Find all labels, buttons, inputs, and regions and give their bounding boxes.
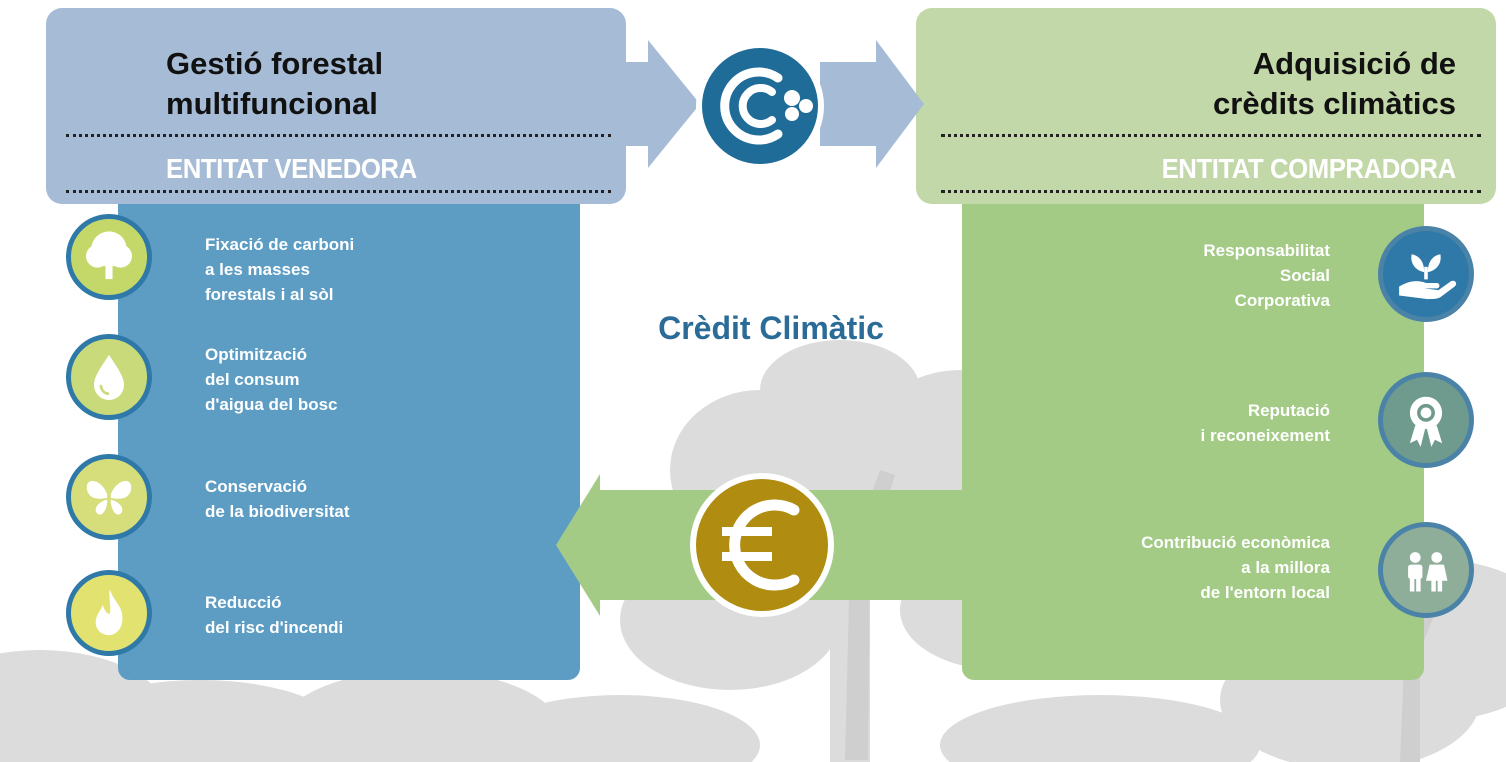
benefit-social-responsibility: Responsabilitat Social Corporativa (1203, 241, 1330, 310)
seller-title: Gestió forestal multifuncional (166, 46, 384, 121)
climate-credit-label: Crèdit Climàtic (658, 310, 884, 346)
benefit-water-optimization: Optimització del consum d'aigua del bosc (205, 345, 338, 414)
buyer-benefits-panel (962, 204, 1424, 680)
buyer-subtitle: ENTITAT COMPRADORA (1161, 153, 1457, 184)
buyer-divider-top (941, 134, 1481, 137)
butterfly-icon (66, 454, 152, 540)
benefit-biodiversity: Conservació de la biodiversitat (205, 477, 350, 521)
benefit-reputation: Reputació i reconeixement (1200, 401, 1330, 445)
benefit-carbon-fixation: Fixació de carboni a les masses forestal… (205, 235, 355, 304)
buyer-divider-bottom (941, 190, 1481, 193)
seller-header-box: Gestió forestal multifuncional ENTITAT V… (46, 8, 626, 204)
seller-divider-bottom (66, 190, 611, 193)
flame-icon (66, 570, 152, 656)
hand-plant-icon (1378, 226, 1474, 322)
benefit-local-contribution: Contribució econòmica a la millora de l'… (1141, 533, 1330, 602)
benefit-fire-risk: Reducció del risc d'incendi (205, 593, 344, 637)
buyer-header-box: Adquisició de crèdits climàtics ENTITAT … (916, 8, 1496, 204)
people-icon (1378, 522, 1474, 618)
seller-divider-top (66, 134, 611, 137)
award-ribbon-icon (1378, 372, 1474, 468)
water-drop-icon (66, 334, 152, 420)
buyer-title: Adquisició de crèdits climàtics (1213, 46, 1456, 121)
seller-benefits-panel (118, 204, 580, 680)
seller-subtitle: ENTITAT VENEDORA (166, 153, 417, 184)
tree-icon (66, 214, 152, 300)
